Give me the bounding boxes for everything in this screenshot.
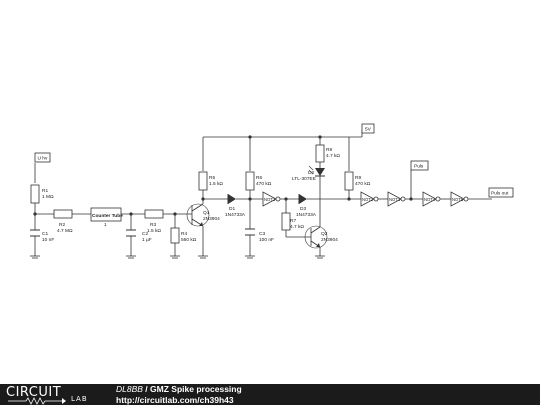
counter-tube [90, 207, 122, 222]
d1-ref: D1 [229, 206, 235, 212]
not2-bubble [373, 196, 379, 202]
logo-lab-text: LAB [71, 395, 88, 403]
r1-ref: R1 [42, 188, 48, 194]
c1-value: 10 nF [42, 237, 54, 243]
not4-label: NOT4 [424, 197, 436, 202]
r8-ref: R8 [326, 147, 332, 153]
r7-value: 4.7 kΩ [290, 224, 304, 230]
d1-value: 1N4733A [225, 212, 246, 218]
not3-label: NOT3 [389, 197, 401, 202]
capacitor-c3 [245, 228, 255, 236]
footer-user-link[interactable]: DL8BB [116, 384, 143, 394]
r9-ref: R9 [355, 175, 361, 181]
d3-value: 1N4733A [296, 212, 317, 218]
net-label-puls-out: Puls out [491, 191, 509, 197]
resistor-r5 [198, 171, 208, 191]
junction-dots [33, 135, 413, 216]
footer-title: DL8BB / GMZ Spike processing [116, 384, 242, 394]
circuitlab-logo[interactable]: CIRCUIT LAB [2, 384, 112, 405]
tube-pin: 1 [104, 222, 107, 228]
q1-value: 2N3904 [203, 216, 220, 222]
not-gate-not2 [360, 191, 375, 207]
footer-circuit-title: GMZ Spike processing [150, 384, 242, 394]
not4-bubble [435, 196, 441, 202]
d3-ref: D3 [300, 206, 306, 212]
c3-ref: C3 [259, 231, 265, 237]
r8-value: 4.7 kΩ [326, 153, 340, 159]
net-label-5v: 5V [365, 127, 372, 133]
logo-text: CIRCUIT [6, 385, 62, 400]
r1-value: 1 MΩ [42, 194, 54, 200]
r3-ref: R3 [150, 222, 156, 228]
q2-value: 2N3904 [321, 237, 338, 243]
led-d2 [308, 165, 325, 177]
not-gate-not1 [262, 191, 277, 207]
net-flag-puls [410, 160, 429, 171]
capacitor-c2 [126, 229, 136, 237]
r6-value: 470 kΩ [256, 181, 272, 187]
transistor-q2 [304, 225, 328, 249]
resistor-r9 [344, 171, 354, 191]
not-gate-not5 [450, 191, 465, 207]
resistor-r6 [245, 171, 255, 191]
footer-url-link[interactable]: http://circuitlab.com/ch39h43 [116, 395, 234, 405]
r3-value: 1.5 kΩ [147, 228, 161, 234]
d2-ref: D2 [308, 170, 314, 176]
c1-ref: C1 [42, 231, 48, 237]
r4-value: 560 kΩ [181, 237, 197, 243]
net-flag-puls-out [488, 187, 514, 198]
resistor-r4 [170, 227, 180, 244]
resistor-r1 [30, 184, 40, 204]
resistor-r3 [144, 209, 164, 219]
resistor-r2 [53, 209, 73, 219]
schematic-canvas: U hv 5V Puls Puls out R1 1 MΩ R2 4.7 MΩ … [30, 123, 514, 259]
transistor-q1 [186, 203, 210, 227]
resistor-r8 [315, 144, 325, 163]
c2-ref: C2 [142, 231, 148, 237]
r5-value: 1.5 kΩ [209, 181, 223, 187]
not2-label: NOT2 [362, 197, 374, 202]
not3-bubble [400, 196, 406, 202]
r2-ref: R2 [59, 222, 65, 228]
q2-emitter-arrow-icon [316, 243, 320, 247]
d2-value: LTL-307EE [292, 176, 316, 182]
not1-bubble [275, 196, 281, 202]
q1-ref: Q1 [203, 210, 210, 216]
net-flag-5v [361, 123, 375, 134]
resistor-r7 [281, 212, 291, 231]
not-gate-not4 [422, 191, 437, 207]
not1-label: NOT1 [264, 197, 276, 202]
r5-ref: R5 [209, 175, 215, 181]
net-label-puls: Puls [414, 164, 424, 170]
q2-ref: Q2 [321, 231, 328, 237]
net-label-u-hv: U hv [38, 156, 48, 162]
footer-separator: / [142, 384, 151, 394]
r4-ref: R4 [181, 231, 187, 237]
r2-value: 4.7 MΩ [57, 228, 73, 234]
logo-resistor-icon [8, 397, 66, 405]
net-flag-u-hv [34, 152, 51, 163]
q1-emitter-arrow-icon [199, 222, 203, 226]
not5-bubble [463, 196, 469, 202]
c2-value: 1 µF [142, 237, 152, 243]
capacitor-c1 [30, 229, 40, 237]
r9-value: 470 kΩ [355, 181, 371, 187]
not-gate-not3 [387, 191, 402, 207]
not5-label: NOT5 [452, 197, 464, 202]
diode-d3 [298, 194, 307, 204]
r6-ref: R6 [256, 175, 262, 181]
tube-label: Counter Tube [92, 213, 123, 219]
c3-value: 100 nF [259, 237, 274, 243]
r7-ref: R7 [290, 218, 296, 224]
footer-bar: CIRCUIT LAB DL8BB / GMZ Spike processing… [0, 384, 540, 405]
diode-d1 [227, 194, 236, 204]
